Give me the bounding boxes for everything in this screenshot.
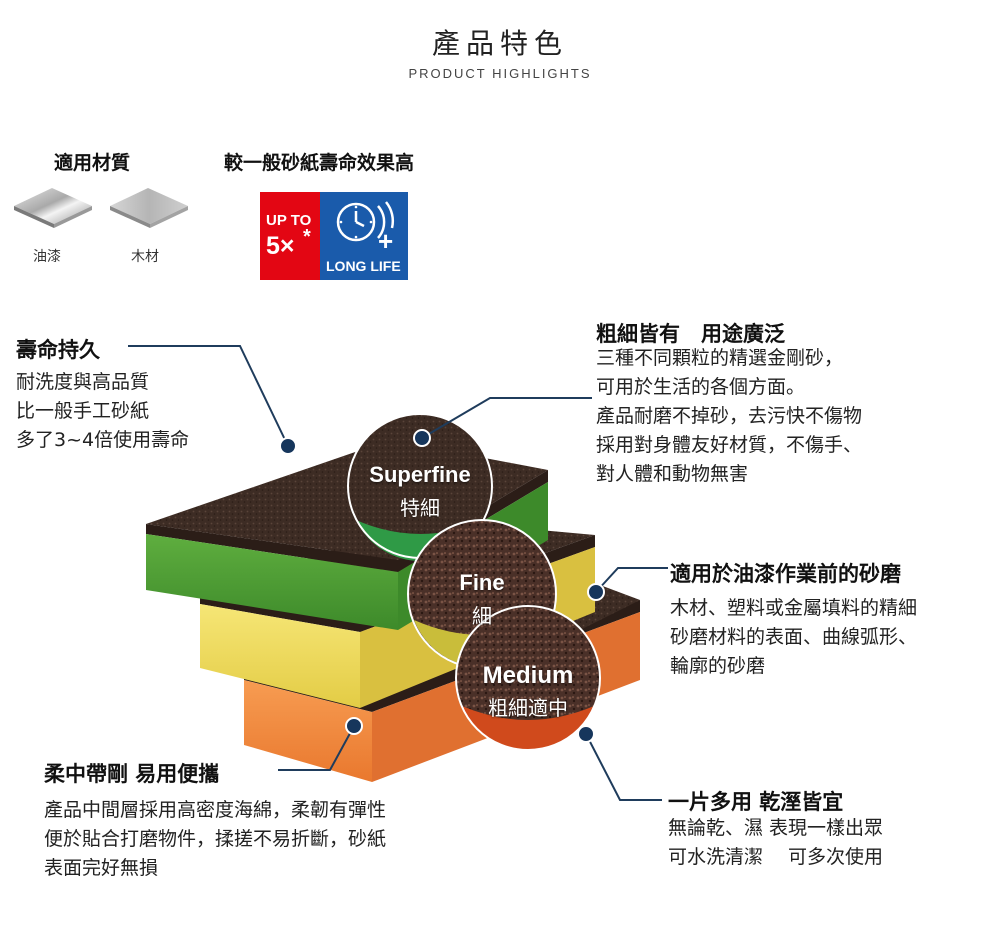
grit-label-fine: Fine bbox=[459, 570, 505, 595]
grit-label-medium-zh: 粗細適中 bbox=[488, 696, 568, 720]
feature-flexible-heading: 柔中帶剛 易用便攜 bbox=[44, 762, 220, 786]
feature-grits-line: 產品耐磨不掉砂，去污快不傷物 bbox=[596, 405, 863, 427]
feature-grits-line: 對人體和動物無害 bbox=[596, 463, 749, 485]
feature-paint-body: 木材、塑料或金屬填料的精細 砂磨材料的表面、曲線弧形、 輪廓的砂磨 bbox=[670, 594, 917, 681]
feature-paint-line: 砂磨材料的表面、曲線弧形、 bbox=[670, 626, 918, 648]
feature-flexible-line: 產品中間層採用高密度海綿，柔韌有彈性 bbox=[44, 799, 387, 821]
feature-paint-heading: 適用於油漆作業前的砂磨 bbox=[670, 562, 901, 586]
longevity-title: 較一般砂紙壽命效果高 bbox=[224, 152, 415, 174]
long-life-badge-red: UP TO 5× * bbox=[260, 192, 320, 280]
grit-label-superfine-zh: 特細 bbox=[400, 496, 440, 520]
feature-paint-line: 木材、塑料或金屬填料的精細 bbox=[670, 597, 918, 619]
badge-plus: + bbox=[378, 226, 394, 256]
badge-multiplier: 5× bbox=[266, 232, 295, 260]
long-life-badge-blue: + LONG LIFE bbox=[320, 192, 408, 280]
feature-flexible-line: 表面完好無損 bbox=[44, 857, 159, 879]
clock-icon bbox=[336, 201, 395, 242]
feature-wetdry-body: 無論乾、濕 表現一樣出眾 可水洗清潔 可多次使用 bbox=[668, 814, 883, 872]
feature-durable-line: 多了3~4倍使用壽命 bbox=[16, 429, 190, 451]
feature-paint-line: 輪廓的砂磨 bbox=[670, 655, 766, 677]
feature-durable-heading: 壽命持久 bbox=[16, 338, 100, 362]
page-title: 產品特色 bbox=[431, 27, 568, 60]
feature-durable-line: 耐洗度與高品質 bbox=[16, 371, 150, 393]
feature-durable-body: 耐洗度與高品質 比一般手工砂紙 多了3~4倍使用壽命 bbox=[16, 368, 189, 455]
material-label-paint: 油漆 bbox=[33, 249, 61, 265]
badge-asterisk: * bbox=[303, 226, 311, 248]
feature-grits-line: 可用於生活的各個方面。 bbox=[596, 376, 806, 398]
feature-grits-heading: 粗細皆有 用途廣泛 bbox=[596, 322, 785, 346]
feature-flexible-body: 產品中間層採用高密度海綿，柔韌有彈性 便於貼合打磨物件，揉搓不易折斷，砂紙 表面… bbox=[44, 796, 386, 883]
feature-wetdry-line: 可水洗清潔 可多次使用 bbox=[668, 846, 884, 868]
feature-wetdry-line: 無論乾、濕 表現一樣出眾 bbox=[668, 817, 884, 839]
feature-grits-line: 採用對身體友好材質，不傷手、 bbox=[596, 434, 863, 456]
feature-durable-line: 比一般手工砂紙 bbox=[16, 400, 150, 422]
feature-grits-line: 三種不同顆粒的精選金剛砂， bbox=[596, 347, 844, 369]
paint-swatch-icon bbox=[14, 188, 92, 228]
material-label-wood: 木材 bbox=[131, 249, 159, 265]
page-subtitle: PRODUCT HIGHLIGHTS bbox=[408, 66, 592, 81]
badge-up-to: UP TO bbox=[266, 212, 312, 229]
wood-swatch-icon bbox=[110, 188, 188, 228]
magnifier-medium bbox=[455, 605, 601, 751]
callout-lines bbox=[128, 345, 668, 801]
feature-flexible-line: 便於貼合打磨物件，揉搓不易折斷，砂紙 bbox=[44, 828, 387, 850]
callout-dots bbox=[279, 429, 605, 743]
feature-wetdry-heading: 一片多用 乾溼皆宜 bbox=[668, 790, 844, 814]
materials-title: 適用材質 bbox=[54, 152, 131, 174]
grit-label-medium: Medium bbox=[482, 662, 574, 689]
grit-label-superfine: Superfine bbox=[369, 462, 471, 487]
material-swatches bbox=[14, 188, 188, 228]
feature-grits-body: 三種不同顆粒的精選金剛砂， 可用於生活的各個方面。 產品耐磨不掉砂，去污快不傷物… bbox=[596, 344, 862, 489]
badge-long-life: LONG LIFE bbox=[326, 258, 401, 274]
grit-label-fine-zh: 細 bbox=[472, 604, 492, 628]
